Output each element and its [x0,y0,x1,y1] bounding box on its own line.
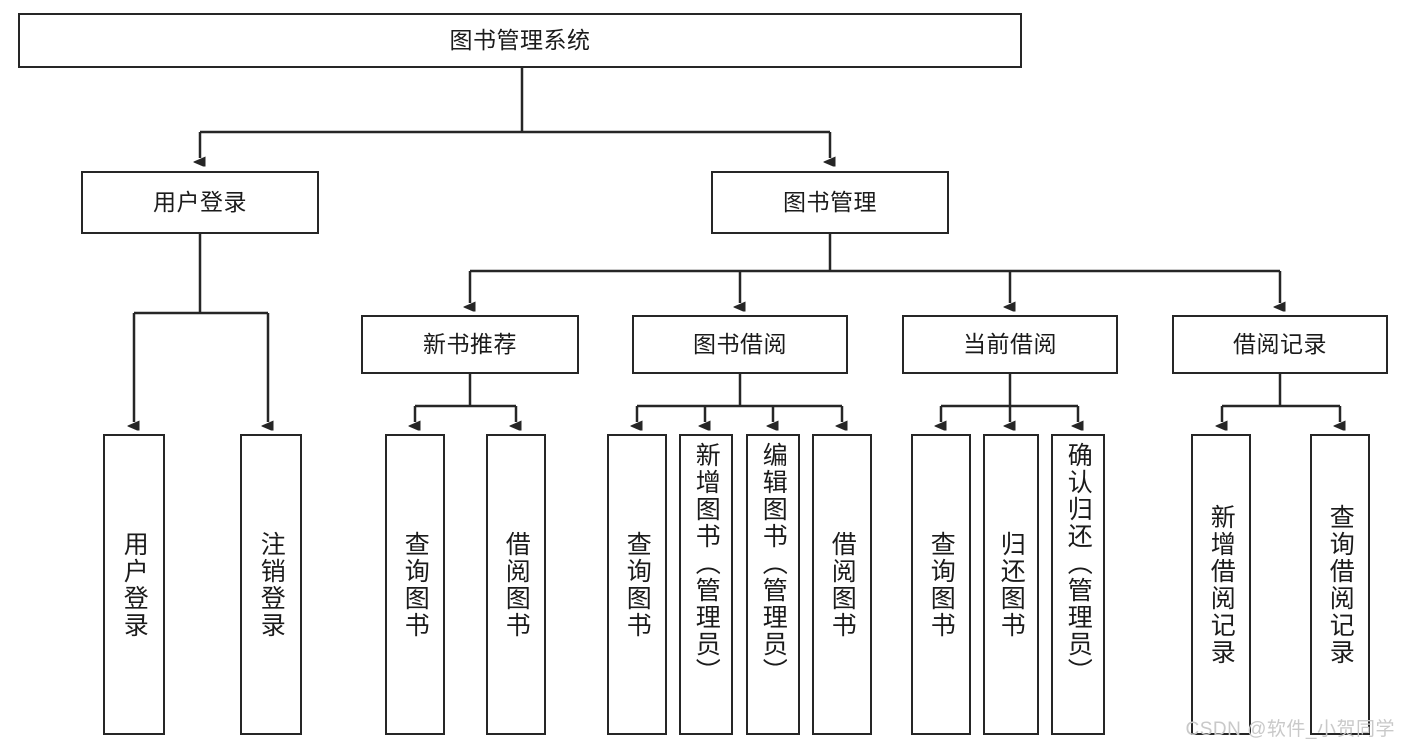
node-user-login[interactable]: 用户登录 [81,171,319,234]
node-borrow-record-label: 借阅记录 [1233,330,1327,357]
node-book-borrow[interactable]: 图书借阅 [632,315,848,374]
node-leaf-add-record[interactable]: 新增借阅记录 [1191,434,1251,735]
node-user-login-label: 用户登录 [153,188,247,215]
node-leaf-query-book-1[interactable]: 查询图书 [385,434,445,735]
node-book-management[interactable]: 图书管理 [711,171,949,234]
node-leaf-return-book[interactable]: 归还图书 [983,434,1039,735]
node-leaf-borrow-book-2-label: 借阅图书 [828,530,857,639]
node-root-label: 图书管理系统 [449,26,591,53]
node-leaf-add-record-label: 新增借阅记录 [1207,503,1236,666]
node-leaf-query-book-2[interactable]: 查询图书 [607,434,667,735]
node-leaf-borrow-book-1-label: 借阅图书 [502,530,531,639]
node-leaf-logout-login[interactable]: 注销登录 [240,434,302,735]
node-leaf-edit-book-label: 编辑图书（管理员） [759,442,788,685]
node-leaf-query-book-1-label: 查询图书 [401,530,430,639]
node-leaf-query-record[interactable]: 查询借阅记录 [1310,434,1370,735]
node-leaf-add-book[interactable]: 新增图书（管理员） [679,434,733,735]
node-leaf-add-book-label: 新增图书（管理员） [692,442,721,685]
node-leaf-return-book-label: 归还图书 [997,530,1026,639]
csdn-watermark: CSDN @软件_小贺同学 [1185,719,1395,740]
node-leaf-user-login[interactable]: 用户登录 [103,434,165,735]
node-leaf-user-login-label: 用户登录 [120,530,149,639]
node-book-management-label: 图书管理 [783,188,877,215]
node-book-borrow-label: 图书借阅 [693,330,787,357]
node-current-borrow-label: 当前借阅 [963,330,1057,357]
node-borrow-record[interactable]: 借阅记录 [1172,315,1388,374]
node-leaf-query-book-2-label: 查询图书 [623,530,652,639]
node-leaf-query-record-label: 查询借阅记录 [1326,503,1355,666]
node-new-book-recommend[interactable]: 新书推荐 [361,315,579,374]
node-leaf-borrow-book-1[interactable]: 借阅图书 [486,434,546,735]
node-leaf-confirm-return[interactable]: 确认归还（管理员） [1051,434,1105,735]
node-current-borrow[interactable]: 当前借阅 [902,315,1118,374]
node-leaf-edit-book[interactable]: 编辑图书（管理员） [746,434,800,735]
node-leaf-logout-login-label: 注销登录 [257,530,286,639]
node-new-book-recommend-label: 新书推荐 [423,330,517,357]
node-leaf-borrow-book-2[interactable]: 借阅图书 [812,434,872,735]
node-leaf-confirm-return-label: 确认归还（管理员） [1064,442,1093,685]
node-leaf-query-book-3-label: 查询图书 [927,530,956,639]
node-root[interactable]: 图书管理系统 [18,13,1022,68]
node-leaf-query-book-3[interactable]: 查询图书 [911,434,971,735]
